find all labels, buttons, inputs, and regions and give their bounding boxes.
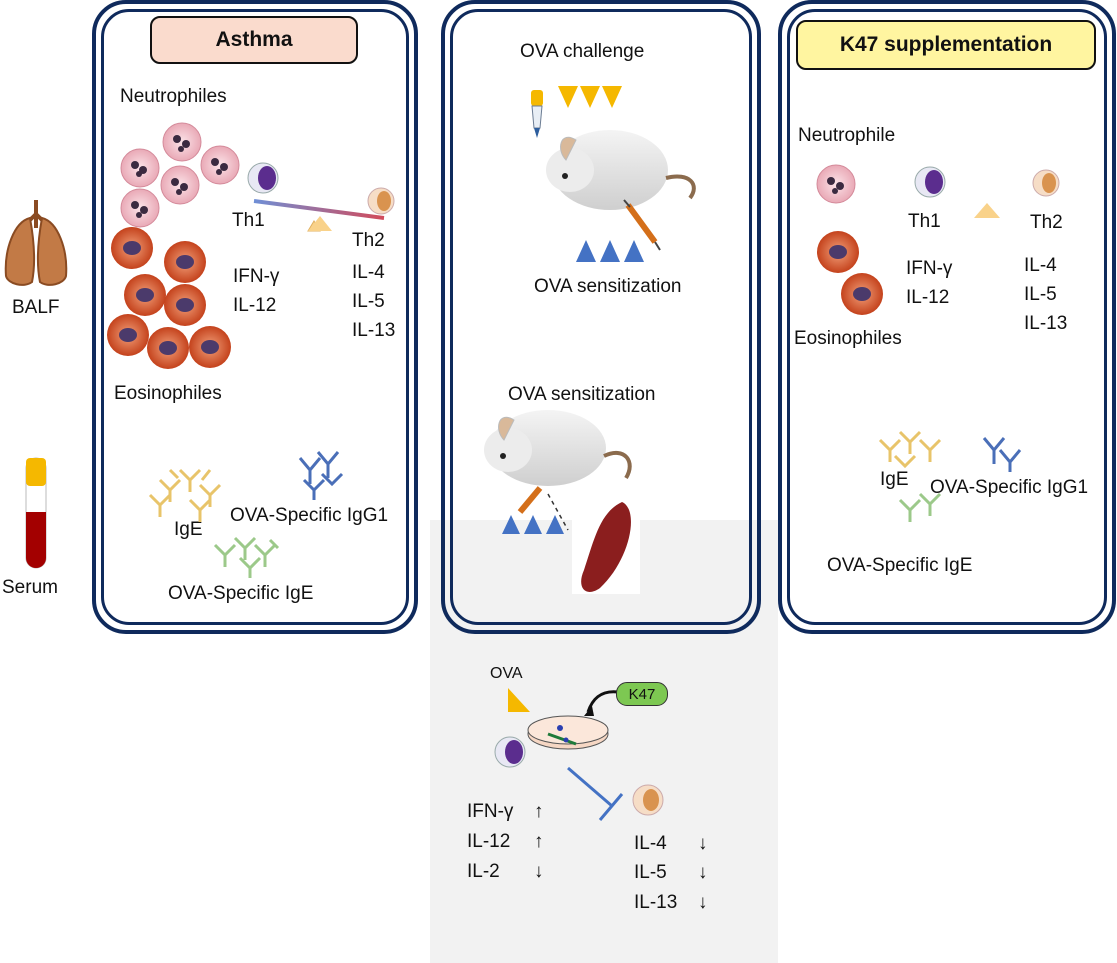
asthma-th1-cytokine: IFN-γ xyxy=(233,266,280,287)
k47-th2-cytokine: IL-5 xyxy=(1024,284,1057,305)
k47-th2-cytokine: IL-4 xyxy=(1024,255,1057,276)
asthma-th2-cytokine: IL-4 xyxy=(352,262,385,283)
k47-badge: K47 xyxy=(616,682,668,706)
asthma-ova-igg1-label: OVA-Specific IgG1 xyxy=(230,505,389,526)
asthma-title: Asthma xyxy=(150,16,358,64)
k47-ova-ige-label: OVA-Specific IgE xyxy=(827,555,973,576)
balf-label: BALF xyxy=(12,297,60,318)
asthma-panel xyxy=(92,0,418,634)
k47-panel-inner xyxy=(787,9,1107,625)
k47-neutrophile-label: Neutrophile xyxy=(798,125,896,146)
asthma-th1-cytokine: IL-12 xyxy=(233,295,277,316)
invitro-th1-cytokine: IL-2↓ xyxy=(467,861,544,882)
ova-protocol-panel-inner xyxy=(450,9,752,625)
k47-th2-cytokine: IL-13 xyxy=(1024,313,1068,334)
k47-th1-cytokine: IL-12 xyxy=(906,287,950,308)
invitro-th2-cytokine: IL-5↓ xyxy=(634,862,708,883)
ova-protocol-panel xyxy=(441,0,761,634)
invitro-th2-cytokine: IL-4↓ xyxy=(634,833,708,854)
invitro-th1-cytokine: IFN-γ↑ xyxy=(467,801,544,822)
asthma-th2-cytokine: IL-5 xyxy=(352,291,385,312)
asthma-panel-inner xyxy=(101,9,409,625)
k47-th1-cytokine: IFN-γ xyxy=(906,258,953,279)
k47-th1-label: Th1 xyxy=(908,211,941,232)
ova-sensitization-top-label: OVA sensitization xyxy=(534,276,682,297)
asthma-ova-ige-label: OVA-Specific IgE xyxy=(168,583,314,604)
asthma-ige-label: IgE xyxy=(174,519,203,540)
ova-sensitization-bottom-label: OVA sensitization xyxy=(508,384,656,405)
k47-ige-label: IgE xyxy=(880,469,909,490)
k47-badge-label: K47 xyxy=(628,685,656,703)
invitro-th1-cytokine: IL-12↑ xyxy=(467,831,544,852)
k47-title: K47 supplementation xyxy=(796,20,1096,70)
k47-th2-label: Th2 xyxy=(1030,212,1063,233)
asthma-th2-label: Th2 xyxy=(352,230,385,251)
asthma-eosinophiles-label: Eosinophiles xyxy=(114,383,222,404)
ova-challenge-label: OVA challenge xyxy=(520,41,645,62)
invitro-th2-cytokine: IL-13↓ xyxy=(634,892,708,913)
serum-label: Serum xyxy=(2,577,58,598)
asthma-th2-cytokine: IL-13 xyxy=(352,320,396,341)
k47-ova-igg1-label: OVA-Specific IgG1 xyxy=(930,477,1089,498)
k47-eosinophiles-label: Eosinophiles xyxy=(794,328,902,349)
asthma-neutrophiles-label: Neutrophiles xyxy=(120,86,227,107)
k47-panel xyxy=(778,0,1116,634)
asthma-th1-label: Th1 xyxy=(232,210,265,231)
invitro-ova-label: OVA xyxy=(490,665,523,682)
